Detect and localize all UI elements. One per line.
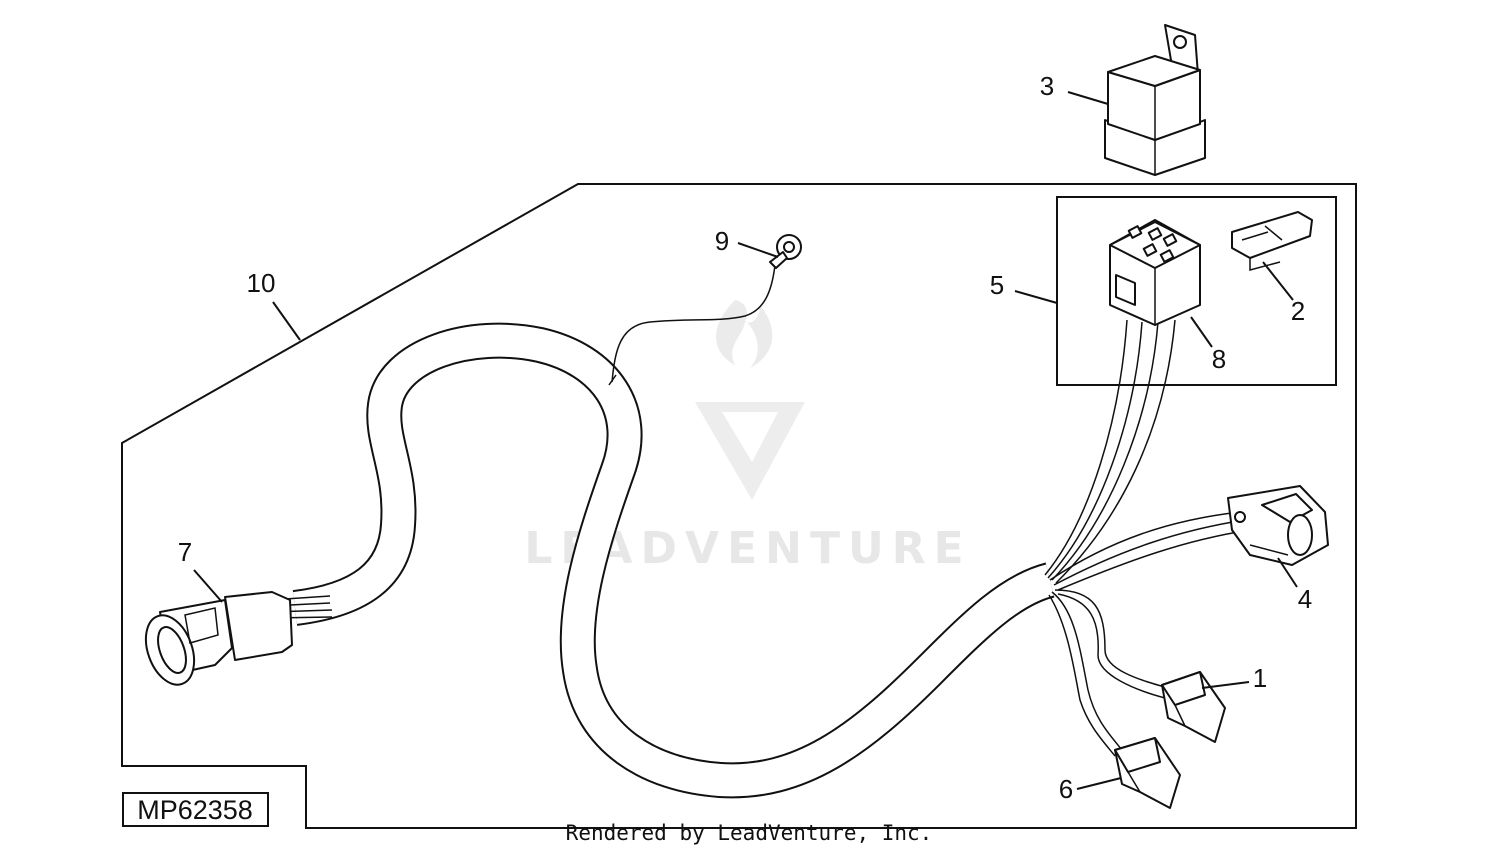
callout-7: 7 bbox=[178, 537, 192, 567]
wires-to-connectors-1-6 bbox=[1048, 589, 1169, 757]
footer-credit: Rendered by LeadVenture, Inc. bbox=[566, 821, 933, 845]
wires-to-connector-4 bbox=[1049, 511, 1251, 591]
lock-clip-2 bbox=[1231, 211, 1313, 271]
callout-2: 2 bbox=[1291, 296, 1305, 326]
leader-lines bbox=[193, 91, 1298, 790]
callout-8: 8 bbox=[1212, 344, 1226, 374]
callout-10: 10 bbox=[247, 268, 276, 298]
connector-6 bbox=[1114, 737, 1181, 809]
relay-3 bbox=[1104, 24, 1206, 176]
ground-wire-9 bbox=[608, 234, 802, 386]
connector-kit-box bbox=[1056, 196, 1337, 386]
figure-id-box: MP62358 bbox=[122, 792, 269, 827]
callout-5: 5 bbox=[990, 270, 1004, 300]
figure-id: MP62358 bbox=[137, 795, 253, 825]
connector-8 bbox=[1109, 219, 1201, 326]
callout-3: 3 bbox=[1040, 71, 1054, 101]
connector-7 bbox=[144, 591, 333, 686]
connector-1 bbox=[1161, 671, 1226, 743]
wires-to-connector-8 bbox=[1044, 319, 1176, 584]
harness-group-outline bbox=[121, 183, 1357, 829]
harness-sheath bbox=[292, 322, 1056, 799]
callout-4: 4 bbox=[1298, 584, 1312, 614]
watermark-logo bbox=[695, 300, 805, 500]
callout-6: 6 bbox=[1059, 774, 1073, 804]
callout-9: 9 bbox=[715, 226, 729, 256]
callout-1: 1 bbox=[1253, 663, 1267, 693]
connector-4 bbox=[1227, 485, 1329, 566]
